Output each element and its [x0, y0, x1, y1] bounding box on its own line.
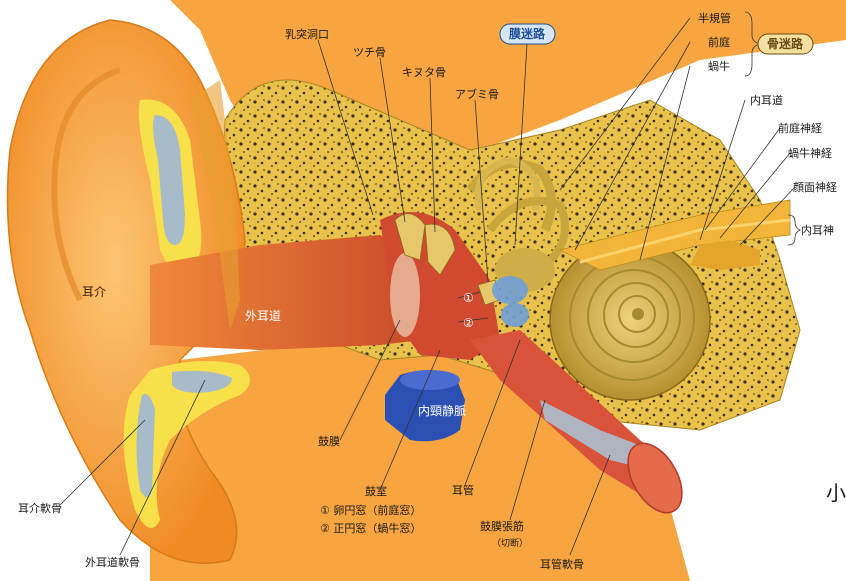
cochlear-nerve-label: 蝸牛神経 [788, 146, 832, 160]
oval-window-label: ① 卵円窓（前庭窓） [320, 503, 421, 517]
stapes-label: アブミ骨 [455, 87, 499, 101]
bony-labyrinth-badge: 骨迷路 [758, 34, 813, 54]
internal-auditory-canal-label: 内耳道 [750, 93, 783, 107]
tube-cartilage-label: 耳管軟骨 [540, 557, 584, 571]
vestibule-label: 前庭 [708, 35, 730, 49]
auricle-label: 耳介 [82, 285, 106, 299]
tensor-tympani-label: 鼓膜張筋 [480, 519, 524, 533]
semicircular-canals-label: 半規管 [698, 11, 731, 25]
marker-round-window: ② [463, 316, 474, 330]
round-window-label: ② 正円窓（蝸牛窓） [320, 521, 421, 535]
facial-nerve-label: 顔面神経 [793, 180, 837, 194]
cochlea [550, 240, 710, 400]
inner-ear-nerve-label: 内耳神 [801, 223, 834, 237]
tensor-tympani-note: （切断） [492, 537, 528, 549]
incus-label: キヌタ骨 [402, 66, 446, 79]
tympanic-cavity-label: 鼓室 [365, 484, 387, 498]
edge-character: 小 [826, 481, 846, 505]
vestibular-nerve-label: 前庭神経 [778, 121, 822, 135]
bony-labyrinth-label: 骨迷路 [767, 36, 804, 51]
tympanic-membrane [390, 253, 420, 337]
external-canal-label: 外耳道 [245, 309, 281, 323]
marker-oval-window: ① [463, 291, 474, 305]
tympanic-membrane-label: 鼓膜 [318, 434, 340, 448]
eustachian-tube-label: 耳管 [452, 483, 474, 497]
internal-jugular-vein-label: 内頸静脈 [418, 404, 466, 418]
cochlea-label: 蝸牛 [708, 59, 730, 73]
membranous-labyrinth-label: 膜迷路 [509, 26, 546, 41]
malleus-label: ツチ骨 [353, 46, 386, 59]
membranous-labyrinth-badge: 膜迷路 [500, 24, 555, 44]
canal-cartilage-label: 外耳道軟骨 [85, 555, 140, 569]
mastoid-antrum-label: 乳突洞口 [285, 27, 329, 41]
auricle-cartilage-label: 耳介軟骨 [18, 501, 62, 515]
